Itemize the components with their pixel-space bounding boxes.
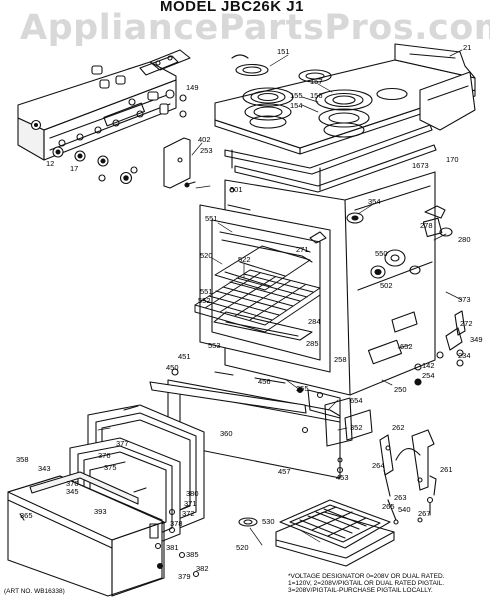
cooktop [215,44,475,154]
callout-349: 349 [470,335,483,344]
callout-540: 540 [398,505,411,514]
door-hinges [338,430,437,524]
callout-17: 17 [70,164,79,173]
callout-345: 345 [66,487,79,496]
callout-553: 553 [208,341,221,350]
callout-155: 155 [290,91,303,100]
callout-456: 456 [258,377,271,386]
callout-382: 382 [196,564,209,573]
maintop-frame [225,125,436,192]
callout-12: 12 [46,159,55,168]
callout-502: 502 [380,281,393,290]
oven-rack [195,246,320,332]
model-title: MODEL JBC26K J1 [160,0,304,15]
callout-250: 250 [394,385,407,394]
callout-264: 264 [372,461,385,470]
callout-551: 551 [205,214,218,223]
callout-393: 393 [94,507,107,516]
callout-156: 156 [310,91,323,100]
callout-380: 380 [186,489,199,498]
callout-654: 654 [350,396,363,405]
callout-522: 522 [238,255,251,264]
footnote-line: *VOLTAGE DESIGNATOR 0=208V OR DUAL RATED… [288,573,445,580]
footnote-line: 3=208V/PIGTAIL-PURCHASE PIGTAIL LOCALLY. [288,587,433,594]
callout-258: 258 [334,355,347,364]
callout-170: 170 [446,155,459,164]
callout-378: 378 [170,519,183,528]
callout-271: 271 [296,245,309,254]
callout-272: 272 [460,319,473,328]
callout-551b: 551 [200,287,213,296]
callout-278: 278 [420,221,433,230]
callout-552: 552 [198,296,211,305]
broiler-pan [239,500,394,566]
callout-157: 157 [310,77,323,86]
callout-151: 151 [277,47,290,56]
callout-263: 263 [394,493,407,502]
callout-377: 377 [116,439,129,448]
voltage-footnote: *VOLTAGE DESIGNATOR 0=208V OR DUAL RATED… [288,573,483,594]
callout-376: 376 [98,451,111,460]
callout-365: 365 [20,511,33,520]
callout-379: 379 [178,572,191,581]
callout-21: 21 [463,43,472,52]
knobs [32,66,187,184]
callout-261: 261 [440,465,453,474]
callout-453: 453 [336,473,349,482]
callout-530: 530 [262,517,275,526]
surface-elements [232,55,407,137]
callout-142: 142 [422,361,435,370]
callout-520b: 520 [236,543,249,552]
callout-358: 358 [16,455,29,464]
kick-panel [308,390,372,446]
callout-550: 550 [375,249,388,258]
art-number: (ART NO. WB16338) [4,588,65,595]
callout-253: 253 [200,146,213,155]
callout-262: 262 [392,423,405,432]
callout-402: 402 [198,135,211,144]
callout-254: 254 [422,371,435,380]
leader-lines [98,50,462,545]
callout-450: 450 [166,363,179,372]
footnote-line: 1=120V, 2=208V/PIGTAIL OR DUAL RATED PIG… [288,580,445,587]
callout-373: 373 [458,295,471,304]
callout-381: 381 [166,543,179,552]
oven-components [228,188,465,385]
callout-265: 265 [382,502,395,511]
callout-385: 385 [186,550,199,559]
callout-501: 501 [230,185,243,194]
callout-371: 371 [184,499,197,508]
callout-284: 284 [308,317,321,326]
callout-370: 370 [66,479,79,488]
callout-285: 285 [306,339,319,348]
callout-255: 255 [296,384,309,393]
oven-door [8,405,204,596]
callout-352: 352 [350,423,363,432]
callout-375: 375 [104,463,117,472]
callout-234: 234 [458,351,471,360]
callout-372: 372 [182,509,195,518]
callout-457: 457 [278,467,291,476]
callout-451: 451 [178,352,191,361]
callout-1673: 1673 [412,161,429,170]
callout-354: 354 [368,197,381,206]
callout-652: 652 [400,342,413,351]
callout-267: 267 [418,509,431,518]
callout-343: 343 [38,464,51,473]
callout-154: 154 [290,101,303,110]
callout-280: 280 [458,235,471,244]
panel-end-cap [164,138,195,188]
callout-149: 149 [186,83,199,92]
callout-520: 520 [200,251,213,260]
callout-360: 360 [220,429,233,438]
